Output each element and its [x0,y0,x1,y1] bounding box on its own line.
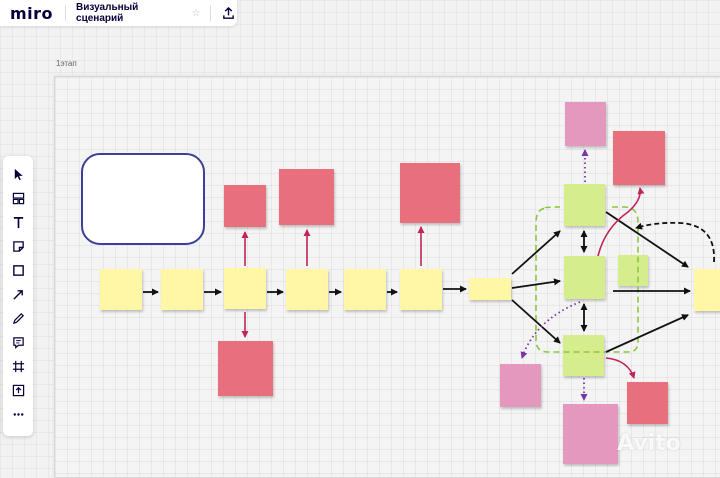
board-title[interactable]: Визуальный сценарий [76,2,139,24]
sticky-note-red[interactable] [627,382,668,424]
yellow-notes [100,268,720,311]
top-bar: miro Визуальный сценарий ☆ [0,0,237,26]
connector-arrow[interactable] [605,314,689,353]
star-icon[interactable]: ☆ [191,7,201,19]
sticky-note-yellow[interactable] [286,269,328,310]
connector-arrow[interactable] [511,299,561,344]
pink-notes [500,102,618,464]
connector-arrow[interactable] [511,278,561,289]
text-icon[interactable] [7,212,29,232]
sticky-note-yellow[interactable] [344,269,386,310]
curved-arrow-red[interactable] [597,187,645,257]
cursor-icon[interactable] [7,164,29,184]
dashed-curved-arrow[interactable] [635,221,715,263]
curved-arrow-red[interactable] [605,357,636,379]
sticky-note-red[interactable] [224,185,266,227]
sticky-note-pink[interactable] [563,404,618,464]
frame-label[interactable]: 1этап [56,59,77,68]
sticky-note-red[interactable] [613,131,665,185]
upload-icon[interactable] [7,380,29,400]
more-icon[interactable] [7,404,29,424]
templates-icon[interactable] [7,188,29,208]
avito-watermark: Avito [617,431,681,456]
sticky-note-yellow[interactable] [100,269,142,310]
divider [210,5,212,21]
pen-icon[interactable] [7,308,29,328]
sticky-note-yellow[interactable] [694,269,720,311]
sticky-note-red[interactable] [279,169,334,225]
sticky-note-red[interactable] [218,341,273,396]
red-notes [218,131,668,424]
sticky-note-yellow[interactable] [469,278,511,300]
sticky-note-pink[interactable] [565,102,606,146]
comment-icon[interactable] [7,332,29,352]
divider [65,5,67,21]
crimson-arrows [241,187,645,379]
upload-icon[interactable] [219,4,237,22]
board-canvas[interactable] [0,0,720,467]
rounded-rectangle-shape[interactable] [81,153,205,245]
dotted-arrow[interactable] [520,301,581,359]
sticky-note-green[interactable] [564,256,605,299]
sticky-note-yellow[interactable] [161,269,203,310]
sticky-note-green[interactable] [564,184,605,226]
dotted-arrows [520,149,589,401]
sticky-note-green[interactable] [618,255,648,286]
sticky-note-red[interactable] [400,163,460,223]
connector-arrow[interactable] [605,211,689,268]
sticky-note-yellow[interactable] [224,268,266,309]
flow-arrows [143,211,715,353]
frame-icon[interactable] [7,356,29,376]
sticky-note-pink[interactable] [500,364,541,407]
sticky-note-yellow[interactable] [400,269,442,310]
sticky-note-icon[interactable] [7,236,29,256]
connector-arrow[interactable] [511,230,561,275]
miro-logo[interactable]: miro [10,3,54,23]
dashed-group-outline [535,206,639,353]
square-icon[interactable] [7,260,29,280]
arrow-icon[interactable] [7,284,29,304]
green-notes [563,184,648,376]
sticky-note-green[interactable] [563,335,604,376]
left-toolbar [3,156,33,436]
